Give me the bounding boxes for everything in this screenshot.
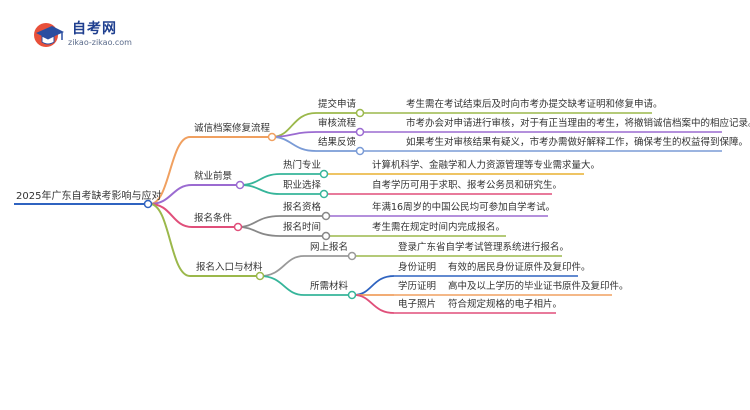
node-dot-b3 <box>233 222 243 232</box>
branch-integrity-restore: 诚信档案修复流程 <box>194 123 271 134</box>
detail-id-proof: 有效的居民身份证原件及复印件。 <box>448 262 591 273</box>
branch-employment: 就业前景 <box>194 171 233 182</box>
node-required-materials: 所需材料 <box>310 281 349 292</box>
node-submit-application: 提交申请 <box>318 99 357 110</box>
detail-registration-time: 考生需在规定时间内完成报名。 <box>372 222 506 233</box>
node-dot-b2 <box>235 180 245 190</box>
node-online-registration: 网上报名 <box>310 242 349 253</box>
detail-review-process: 市考办会对申请进行审核，对于有正当理由的考生，将撤销诚信档案中的相应记录。 <box>406 118 750 129</box>
detail-eligibility: 年满16周岁的中国公民均可参加自学考试。 <box>372 202 556 213</box>
branch-entry-materials: 报名入口与材料 <box>196 262 263 273</box>
edge-root-b1 <box>149 136 191 205</box>
detail-result-feedback: 如果考生对审核结果有疑义，市考办需做好解释工作，确保考生的权益得到保障。 <box>406 137 749 148</box>
node-eligibility: 报名资格 <box>283 202 322 213</box>
node-review-process: 审核流程 <box>318 118 357 129</box>
node-e-photo: 电子照片 <box>398 299 437 310</box>
node-dot-b4 <box>255 271 265 281</box>
brand-domain: zikao-zikao.com <box>68 38 132 47</box>
brand-name: 自考网 <box>72 21 117 37</box>
detail-education-proof: 高中及以上学历的毕业证书原件及复印件。 <box>448 281 629 292</box>
detail-career-choice: 自考学历可用于求职、报考公务员和研究生。 <box>372 180 563 191</box>
detail-online-registration: 登录广东省自学考试管理系统进行报名。 <box>398 242 570 253</box>
detail-submit-application: 考生需在考试结束后及时向市考办提交缺考证明和修复申请。 <box>406 99 663 110</box>
detail-popular-majors: 计算机科学、金融学和人力资源管理等专业需求量大。 <box>372 160 601 171</box>
node-registration-time: 报名时间 <box>283 222 322 233</box>
site-logo: 自考网 zikao-zikao.com <box>28 14 168 54</box>
node-dot-root <box>143 199 153 209</box>
graduation-cap-icon <box>34 23 64 47</box>
edge-root-b3 <box>149 203 193 228</box>
node-id-proof: 身份证明 <box>398 262 437 273</box>
edge-root-b4 <box>149 203 191 277</box>
node-result-feedback: 结果反馈 <box>318 137 357 148</box>
node-dot-b1 <box>267 132 277 142</box>
detail-e-photo: 符合规定规格的电子相片。 <box>448 299 563 310</box>
root-topic: 2025年广东自考缺考影响与应对 <box>16 191 162 202</box>
branch-registration-conditions: 报名条件 <box>194 213 233 224</box>
node-popular-majors: 热门专业 <box>283 160 322 171</box>
node-education-proof: 学历证明 <box>398 281 437 292</box>
node-career-choice: 职业选择 <box>283 180 322 191</box>
